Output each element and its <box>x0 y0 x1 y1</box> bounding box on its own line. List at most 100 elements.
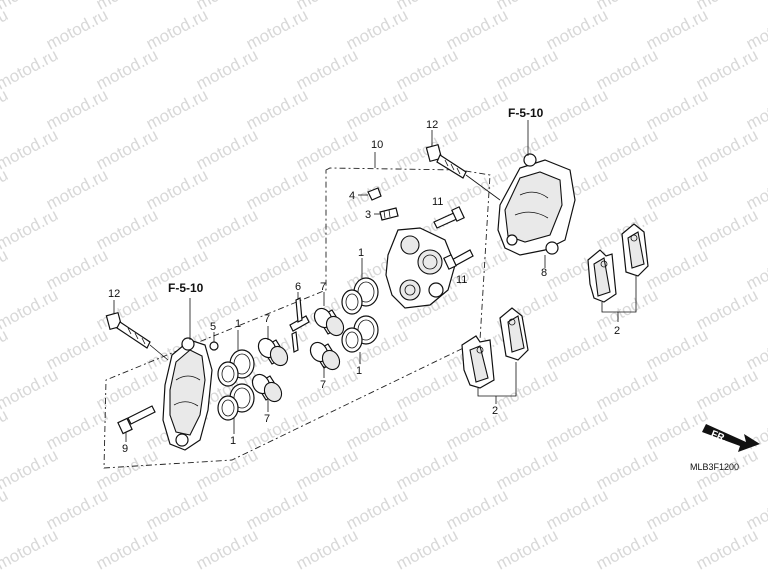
watermark-text: motod.ru <box>43 85 111 133</box>
watermark-text: motod.ru <box>593 365 661 413</box>
callout-7-lower: 7 <box>320 379 326 391</box>
watermark-text: motod.ru <box>193 125 261 173</box>
watermark-text: motod.ru <box>93 45 161 93</box>
watermark-text: motod.ru <box>93 125 161 173</box>
seal-group-lower-right <box>341 315 379 353</box>
callout-1-lower: 1 <box>356 365 362 377</box>
watermark-text: motod.ru <box>543 485 611 533</box>
watermark-text: motod.ru <box>743 325 768 373</box>
seal-group-left-lower <box>217 383 255 421</box>
leader-2-center <box>477 362 517 397</box>
watermark-text: motod.ru <box>543 5 611 53</box>
watermark-text: motod.ru <box>693 365 761 413</box>
watermark-text: motod.ru <box>293 445 361 493</box>
watermark-text: motod.ru <box>443 85 511 133</box>
watermark-text: motod.ru <box>393 45 461 93</box>
callout-11-top: 11 <box>432 196 443 208</box>
watermark-text: motod.ru <box>343 5 411 53</box>
watermark-text: motod.ru <box>493 365 561 413</box>
watermark-text: motod.ru <box>93 525 161 573</box>
watermark-text: motod.ru <box>493 45 561 93</box>
watermark-text: motod.ru <box>693 525 761 573</box>
callout-10: 10 <box>371 139 383 151</box>
piston-upper-right <box>313 307 345 337</box>
watermark-text: motod.ru <box>0 485 11 533</box>
callout-11-bottom: 11 <box>456 274 467 286</box>
watermark-text: motod.ru <box>643 405 711 453</box>
watermark-text: motod.ru <box>143 85 211 133</box>
cap-5 <box>209 341 219 351</box>
watermark-text: motod.ru <box>443 485 511 533</box>
callout-9: 9 <box>122 443 128 455</box>
watermark-text: motod.ru <box>293 125 361 173</box>
watermark-text: motod.ru <box>643 85 711 133</box>
watermark-text: motod.ru <box>193 445 261 493</box>
watermark-text: motod.ru <box>693 45 761 93</box>
seal-group-upper-right <box>341 277 379 315</box>
watermark-text: motod.ru <box>743 485 768 533</box>
watermark-text: motod.ru <box>543 405 611 453</box>
callout-2-center: 2 <box>492 405 498 417</box>
watermark-text: motod.ru <box>593 45 661 93</box>
callout-1-left-upper: 1 <box>235 318 241 330</box>
watermark-text: motod.ru <box>543 85 611 133</box>
leader-2-right <box>601 276 637 313</box>
callout-1-upper: 1 <box>358 247 364 259</box>
callout-12-left: 12 <box>108 288 120 300</box>
piston-lower-left <box>251 373 283 403</box>
watermark-text: motod.ru <box>143 165 211 213</box>
left-caliper <box>162 337 213 451</box>
seal-group-left-upper <box>217 349 255 387</box>
watermark-text: motod.ru <box>0 125 61 173</box>
watermark-text: motod.ru <box>0 285 61 333</box>
watermark-text: motod.ru <box>143 5 211 53</box>
pad-pin-6 <box>289 297 310 353</box>
watermark-text: motod.ru <box>0 445 61 493</box>
watermark-text: motod.ru <box>143 485 211 533</box>
watermark-text: motod.ru <box>0 325 11 373</box>
piston-lower-right <box>309 341 341 371</box>
watermark-text: motod.ru <box>243 485 311 533</box>
callout-1-left-lower: 1 <box>230 435 236 447</box>
watermark-text: motod.ru <box>343 405 411 453</box>
leader-12-left-to-caliper <box>149 344 169 361</box>
bolt-11-bottom <box>443 249 474 270</box>
callout-12-top: 12 <box>426 119 438 131</box>
drawing-code: MLB3F1200 <box>690 462 739 472</box>
watermark-text: motod.ru <box>743 5 768 53</box>
callout-6: 6 <box>295 281 301 293</box>
watermark-text: motod.ru <box>243 405 311 453</box>
watermark-text: motod.ru <box>443 405 511 453</box>
watermark-text: motod.ru <box>393 445 461 493</box>
callout-4: 4 <box>349 190 355 202</box>
watermark-text: motod.ru <box>293 365 361 413</box>
watermark-text: motod.ru <box>43 485 111 533</box>
watermark-text: motod.ru <box>293 205 361 253</box>
watermark-text: motod.ru <box>0 0 61 14</box>
watermark-text: motod.ru <box>493 445 561 493</box>
callout-8: 8 <box>541 267 547 279</box>
assembly-outline <box>103 167 491 469</box>
watermark-text: motod.ru <box>293 525 361 573</box>
watermark-text: motod.ru <box>43 165 111 213</box>
watermark-text: motod.ru <box>593 525 661 573</box>
watermark-text: motod.ru <box>743 85 768 133</box>
watermark-text: motod.ru <box>193 525 261 573</box>
watermark-text: motod.ru <box>643 165 711 213</box>
watermark-text: motod.ru <box>43 405 111 453</box>
watermark-text: motod.ru <box>743 245 768 293</box>
piston-upper-left <box>257 337 289 367</box>
caliper-body-half <box>385 227 456 309</box>
watermark-text: motod.ru <box>43 325 111 373</box>
watermark-text: motod.ru <box>0 525 61 573</box>
watermark-text: motod.ru <box>0 85 11 133</box>
right-caliper <box>497 153 576 256</box>
bolt-9 <box>117 405 156 435</box>
watermark-text: motod.ru <box>343 485 411 533</box>
watermark-text: motod.ru <box>193 45 261 93</box>
watermark-text: motod.ru <box>0 245 11 293</box>
watermark-text: motod.ru <box>743 165 768 213</box>
watermark-text: motod.ru <box>493 525 561 573</box>
watermark-text: motod.ru <box>293 45 361 93</box>
